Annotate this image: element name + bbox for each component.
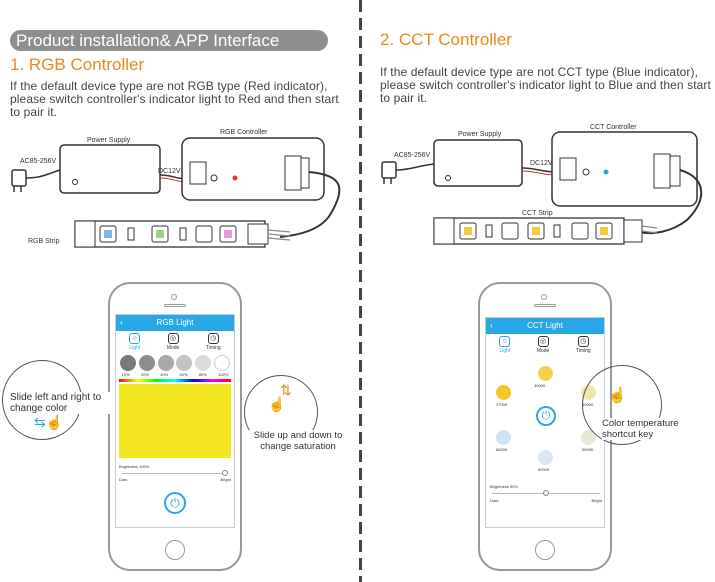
bulb-icon: ○ — [129, 333, 141, 344]
app-bar: ‹ CCT Light — [486, 318, 604, 334]
controller-label: CCT Controller — [590, 124, 637, 131]
swatch[interactable] — [213, 355, 230, 371]
speaker — [534, 304, 556, 307]
swipe-vertical-icon: ⇅ — [280, 382, 292, 398]
brightness-label: Brightness 50% — [490, 484, 519, 489]
camera-dot — [541, 294, 547, 300]
saturation-swatches — [116, 355, 234, 371]
swatch[interactable] — [194, 355, 211, 371]
tab-light[interactable]: ○Light — [499, 336, 511, 354]
tab-timing[interactable]: ◷Timing — [575, 336, 591, 354]
cct-wiring-diagram — [381, 131, 703, 245]
ac-label: AC85-256V — [394, 152, 431, 159]
swatch-labels: 10% 20% 40% 60% 80% 100% — [121, 372, 229, 377]
rgb-phone: ‹ RGB Light ○Light ◎Mode ◷Timing 10% 20%… — [108, 282, 242, 571]
power-icon[interactable]: ⏻ — [164, 492, 186, 514]
swipe-horizontal-icon: ⇆☝ — [34, 414, 64, 430]
brightness-range: Dark Bright — [119, 477, 231, 482]
power-supply-label: Power Supply — [458, 131, 502, 138]
slider-thumb[interactable] — [222, 470, 228, 476]
home-button[interactable] — [165, 540, 185, 560]
callout-circle — [582, 365, 662, 445]
preset-label: 5500K — [582, 447, 594, 452]
preset-4000k[interactable] — [538, 366, 553, 381]
rgb-screen: ‹ RGB Light ○Light ◎Mode ◷Timing 10% 20%… — [115, 314, 235, 528]
app-title: CCT Light — [527, 321, 563, 330]
brightness-slider[interactable] — [492, 490, 600, 496]
hue-bar[interactable] — [119, 379, 231, 382]
cct-screen: ‹ CCT Light ○Light ◎Mode ◷Timing 4000K 2… — [485, 317, 605, 528]
app-title: RGB Light — [156, 318, 194, 327]
back-icon[interactable]: ‹ — [120, 318, 123, 327]
led-strip — [433, 217, 658, 245]
tab-bar: ○Light ◎Mode ◷Timing — [116, 333, 234, 351]
column-divider — [359, 0, 362, 582]
preset-2700k[interactable] — [496, 385, 511, 400]
tab-mode[interactable]: ◎Mode — [536, 336, 550, 354]
callout-right-text: Slide up and down to change saturation — [248, 430, 348, 452]
brightness-range: Dark Bright — [490, 498, 602, 503]
hand-icon: ☝ — [608, 387, 627, 404]
preset-6000k[interactable] — [538, 450, 553, 465]
preset-label: 6500K — [496, 447, 508, 452]
power-supply-box — [433, 139, 523, 187]
preset-label: 2700K — [496, 402, 508, 407]
preset-label: 6000K — [538, 467, 550, 472]
swatch[interactable] — [120, 355, 137, 371]
cct-paragraph: If the default device type are not CCT t… — [380, 65, 711, 105]
tab-mode[interactable]: ◎Mode — [166, 333, 180, 351]
rgb-wiring-diagram — [11, 137, 341, 248]
mode-icon: ◎ — [537, 336, 549, 347]
tab-light[interactable]: ○Light — [129, 333, 141, 351]
power-supply-led — [72, 179, 78, 185]
dc-label: DC12V — [158, 168, 181, 175]
brightness-slider[interactable] — [122, 470, 228, 476]
strip-label: CCT Strip — [522, 210, 553, 217]
app-bar: ‹ RGB Light — [116, 315, 234, 331]
plug-icon — [381, 161, 435, 184]
strip-label: RGB Strip — [28, 238, 60, 245]
color-area[interactable] — [119, 384, 231, 458]
rgb-paragraph: If the default device type are not RGB t… — [10, 79, 339, 119]
hand-icon: ☝ — [268, 396, 286, 412]
rgb-title: 1. RGB Controller — [10, 55, 145, 74]
preset-6500k[interactable] — [496, 430, 511, 445]
red-indicator — [232, 175, 238, 181]
blue-indicator — [603, 169, 609, 175]
slider-thumb[interactable] — [543, 490, 549, 496]
callout-text: Color temperature shortcut key — [602, 418, 708, 440]
swatch[interactable] — [138, 355, 155, 371]
home-button[interactable] — [535, 540, 555, 560]
alarm-icon: ◷ — [577, 336, 589, 347]
speaker — [164, 304, 186, 307]
callout-left-text: Slide left and right to change color — [10, 392, 110, 414]
led-strip — [74, 220, 291, 248]
preset-5500k[interactable] — [581, 430, 596, 445]
tab-timing[interactable]: ◷Timing — [205, 333, 221, 351]
camera-dot — [171, 294, 177, 300]
alarm-icon: ◷ — [207, 333, 219, 344]
cct-title: 2. CCT Controller — [380, 30, 512, 49]
ac-label: AC85-256V — [20, 158, 57, 165]
power-icon[interactable]: ⏻ — [536, 406, 556, 426]
brightness-label: Brightness 100% — [119, 464, 150, 469]
dc-label: DC12V — [530, 160, 553, 167]
controller-label: RGB Controller — [220, 129, 268, 136]
swatch[interactable] — [157, 355, 174, 371]
tab-bar: ○Light ◎Mode ◷Timing — [486, 336, 604, 354]
swatch[interactable] — [176, 355, 193, 371]
back-icon[interactable]: ‹ — [490, 321, 493, 330]
preset-label: 4000K — [534, 383, 546, 388]
power-supply-box — [59, 144, 161, 194]
mode-icon: ◎ — [167, 333, 179, 344]
power-supply-label: Power Supply — [87, 137, 131, 144]
section-header: Product installation& APP Interface — [10, 30, 328, 51]
bulb-icon: ○ — [499, 336, 511, 347]
plug-icon — [11, 169, 61, 192]
